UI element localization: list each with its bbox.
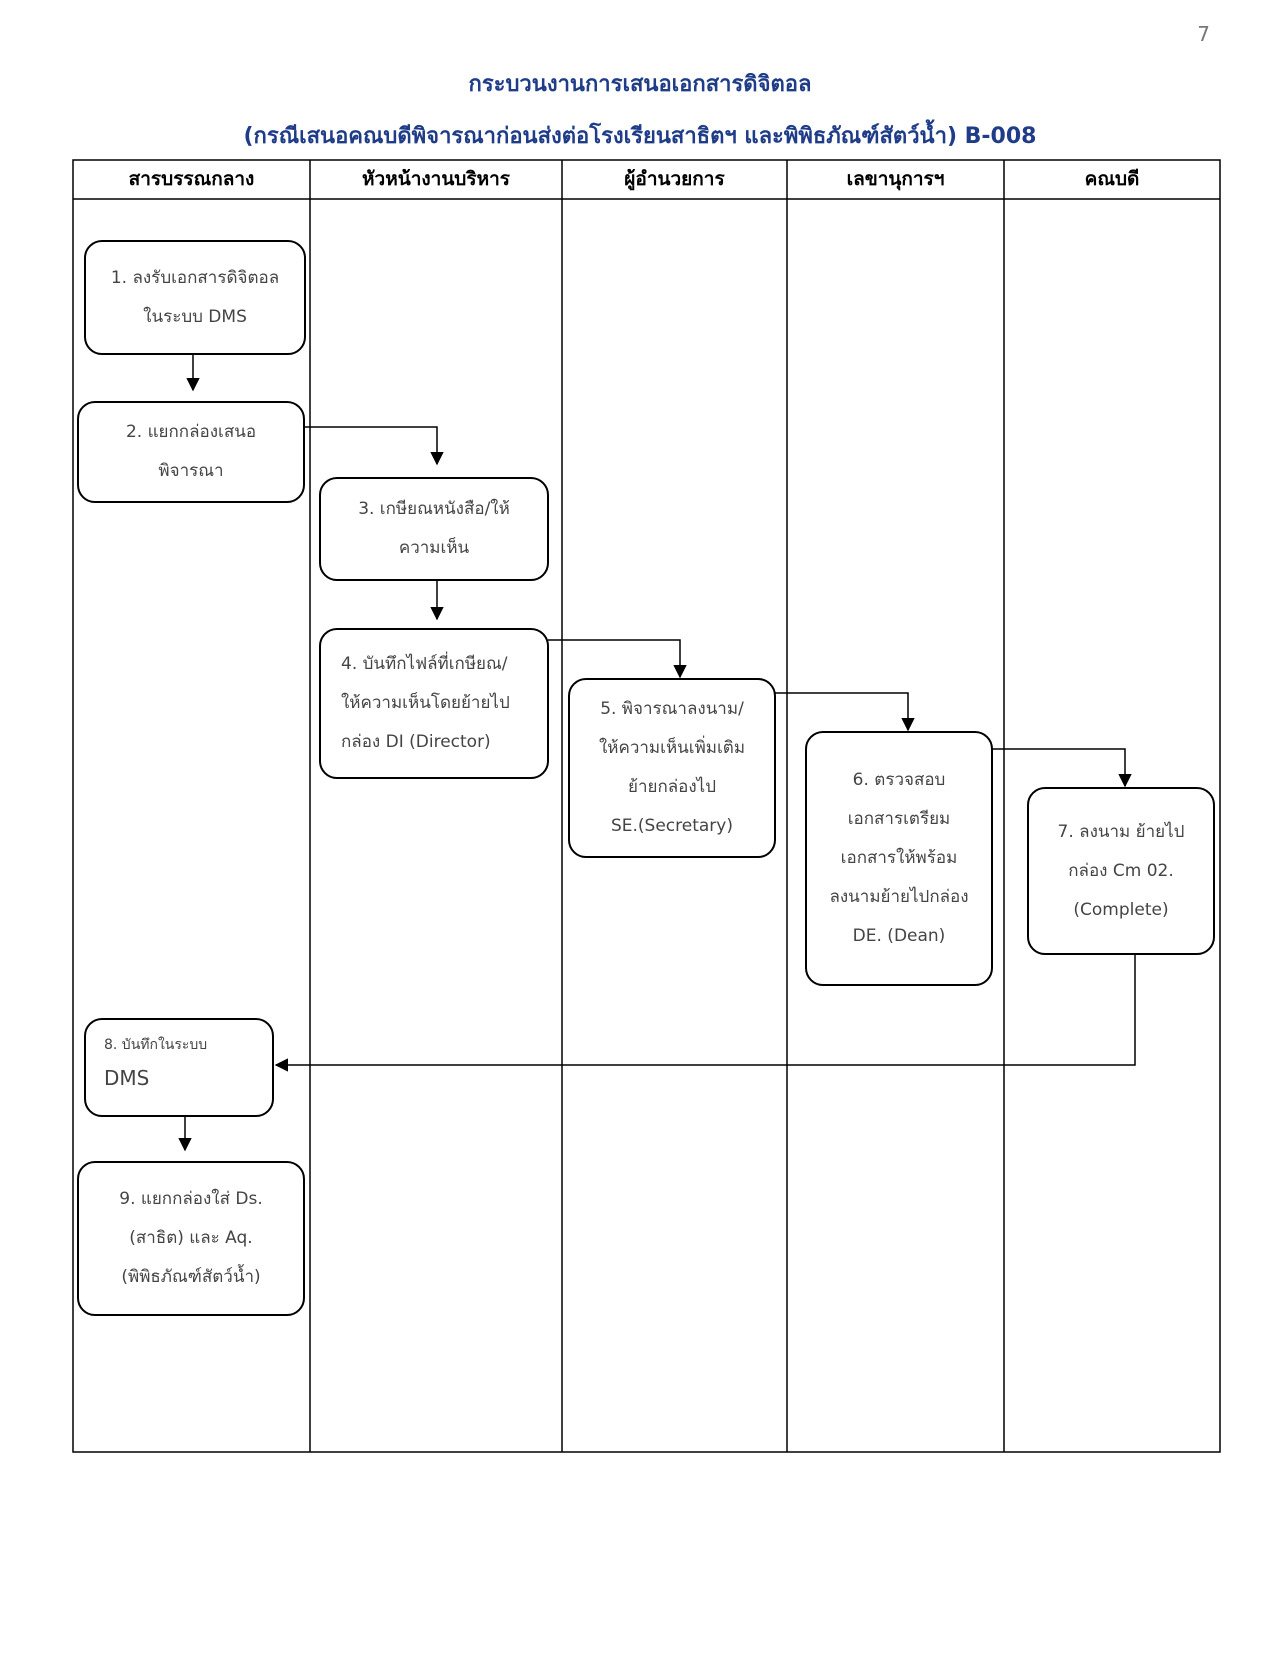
step-9-label: 9. แยกกล่องใส่ Ds. (สาธิต) และ Aq. (พิพิ… — [119, 1189, 263, 1287]
step-1-receive-document: 1. ลงรับเอกสารดิจิตอล ในระบบ DMS — [84, 240, 306, 355]
page-title: กระบวนงานการเสนอเอกสารดิจิตอล — [468, 72, 812, 97]
page-number: 7 — [1197, 22, 1210, 46]
arrow-2-to-3 — [305, 426, 444, 466]
diagram-border — [72, 159, 1221, 1453]
step-3-label: 3. เกษียณหนังสือ/ให้ ความเห็น — [358, 499, 510, 558]
step-8-system-name: DMS — [104, 1066, 150, 1090]
arrow-5-to-6 — [775, 692, 915, 732]
lane-header-director: ผู้อำนวยการ — [624, 168, 725, 190]
lane-header-secretary: เลขานุการฯ — [846, 168, 945, 190]
step-8-record-in-system: 8. บันทึกในระบบ DMS — [84, 1018, 274, 1117]
step-1-label: 1. ลงรับเอกสารดิจิตอล ในระบบ DMS — [110, 267, 280, 327]
step-2-label: 2. แยกกล่องเสนอ พิจารณา — [125, 422, 257, 481]
step-7-label: 7. ลงนาม ย้ายไป กล่อง Cm 02. (Complete) — [1057, 821, 1185, 920]
step-4-label: 4. บันทึกไฟล์ที่เกษียณ/ ให้ความเห็นโดยย้… — [341, 654, 510, 752]
arrow-6-to-7 — [992, 748, 1132, 788]
page-subtitle: (กรณีเสนอคณบดีพิจารณาก่อนส่งต่อโรงเรียนส… — [243, 124, 1037, 149]
step-7-sign-complete: 7. ลงนาม ย้ายไป กล่อง Cm 02. (Complete) — [1027, 787, 1215, 955]
step-6-check-documents: 6. ตรวจสอบ เอกสารเตรียม เอกสารให้พร้อม ล… — [805, 731, 993, 986]
arrow-7-to-8 — [274, 955, 1136, 1072]
step-5-label: 5. พิจารณาลงนาม/ ให้ความเห็นเพิ่มเติม ย้… — [598, 699, 746, 836]
step-6-label: 6. ตรวจสอบ เอกสารเตรียม เอกสารให้พร้อม ล… — [829, 770, 969, 946]
lane-header-dean: คณบดี — [1084, 168, 1140, 190]
lane-header-admin-head: หัวหน้างานบริหาร — [362, 168, 510, 190]
step-8-label: 8. บันทึกในระบบ — [104, 1037, 208, 1053]
step-4-save-file: 4. บันทึกไฟล์ที่เกษียณ/ ให้ความเห็นโดยย้… — [319, 628, 549, 779]
lane-header-central-records: สารบรรณกลาง — [128, 168, 255, 190]
step-3-endorse-document: 3. เกษียณหนังสือ/ให้ ความเห็น — [319, 477, 549, 581]
step-5-consider-sign: 5. พิจารณาลงนาม/ ให้ความเห็นเพิ่มเติม ย้… — [568, 678, 776, 858]
step-2-separate-box: 2. แยกกล่องเสนอ พิจารณา — [77, 401, 305, 503]
arrow-4-to-5 — [548, 639, 687, 679]
step-9-separate-boxes: 9. แยกกล่องใส่ Ds. (สาธิต) และ Aq. (พิพิ… — [77, 1161, 305, 1316]
